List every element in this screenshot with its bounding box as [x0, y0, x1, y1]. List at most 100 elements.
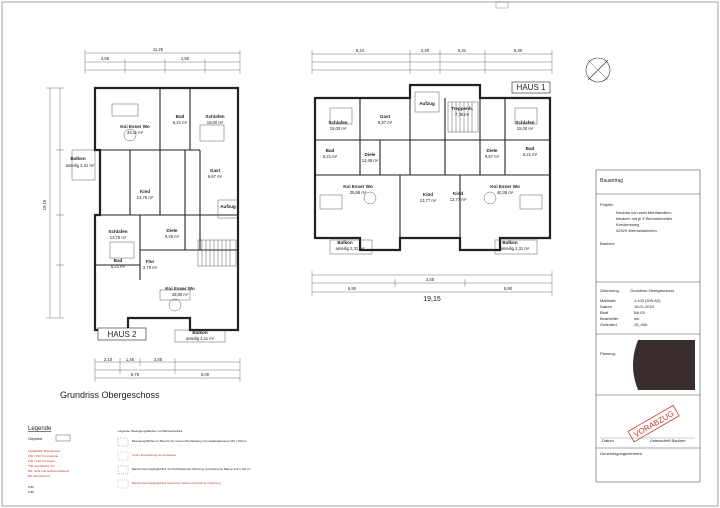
room-area: 9,67 m²	[208, 174, 223, 179]
room-name: Balkon	[337, 240, 353, 245]
architect-logo	[633, 340, 695, 390]
project-line: 42929 Wermelskirchen	[616, 228, 657, 233]
room-name: Balkon	[502, 240, 518, 245]
drawing-name: Grundriss Obergeschoss	[630, 288, 674, 293]
room-name: Kind	[140, 189, 150, 194]
room-area: 7,36 m²	[455, 112, 470, 117]
meta-value: 25_006	[634, 322, 648, 327]
room-area: 40,36 m²	[497, 190, 514, 195]
legend-item: F30 / F30 Sonstiges	[28, 459, 55, 463]
haus1-dim-top: 5,30	[514, 48, 523, 53]
haus1-stair	[447, 101, 479, 133]
haus1-dim-overall: 19,15	[423, 296, 441, 303]
room-name: Gast	[210, 168, 221, 173]
room-name: Kind	[453, 191, 463, 196]
legend-item: T30 rauchdichte Tür	[28, 464, 55, 468]
haus2-dim-bottom: 6,75	[131, 372, 140, 377]
room-name: Flur	[146, 259, 155, 264]
legend-item: F90 / F90 Trennwände	[28, 454, 59, 458]
room-name: Bad	[326, 148, 335, 153]
haus1-dim-bottom: 3,55	[426, 277, 435, 282]
sign-client: Unterschrift Bauherr	[650, 438, 686, 443]
room-name: Bad	[526, 146, 535, 151]
legend-block: 5,80	[28, 485, 34, 489]
sign-date: Datum	[602, 438, 614, 443]
room-area: 38,80 m²	[172, 292, 189, 297]
room-name: Schlafen	[515, 120, 534, 125]
room-name: Koi Esser Wo	[165, 286, 195, 291]
room-name: Bad	[114, 258, 123, 263]
vorabzug-stamp: VORABZUG	[627, 404, 680, 443]
haus2-dim-bottom: 1,45	[126, 357, 135, 362]
project-label: Projekt:	[600, 202, 614, 207]
meta-key: Datum	[600, 304, 612, 309]
room-area: anteilig 2,11 m²	[186, 336, 215, 341]
room-name: Koi Esser Wo	[120, 124, 150, 129]
room-name: Bad	[176, 114, 185, 119]
legend-heading: Legende	[28, 426, 52, 432]
north-arrow-icon	[585, 57, 611, 83]
legend-block: 6,85	[28, 490, 34, 494]
meta-value: 16.01.2024	[634, 304, 655, 309]
haus2-dim-bottom: 2,10	[104, 357, 113, 362]
meta-key: Maßstab	[600, 298, 616, 303]
room-name: Aufzug	[220, 204, 236, 209]
legend-planned: Geplant	[28, 436, 43, 441]
project-line: Neubau von zwei Mehrfamilien-	[616, 210, 673, 215]
legend-item: LEGENDE: Brandschutz	[28, 449, 61, 453]
haus2-dim-bottom: 5,00	[201, 372, 210, 377]
svg-text:VORABZUG: VORABZUG	[632, 409, 675, 439]
room-area: 33,11 m²	[127, 130, 144, 135]
room-name: Koi Esser Wo	[490, 184, 520, 189]
room-area: 13,77 m²	[420, 198, 437, 203]
room-area: anteilig 2,31 m²	[501, 246, 530, 251]
legend-note: Innere Erschließung des Gebäudes	[132, 453, 177, 457]
haus2-stair	[197, 239, 237, 267]
room-area: 15,00 m²	[330, 126, 347, 131]
title-block-stage: Bauantrag	[600, 178, 623, 184]
room-area: 9,67 m²	[485, 154, 500, 159]
haus1-dim-bottom: 5,90	[504, 286, 513, 291]
legend-note: Barrierefreie Zugänglichkeit bestimmter …	[132, 481, 221, 485]
room-name: Schlafen	[328, 120, 347, 125]
haus1-dim-top: 5,31	[458, 48, 467, 53]
meta-value: 1:100 (DIN A2)	[634, 298, 661, 303]
room-area: 6,21 m²	[323, 154, 338, 159]
haus2-label: HAUS 2	[108, 330, 137, 339]
client-label: Bauherr:	[600, 241, 615, 246]
room-area: 6,21 m²	[173, 120, 188, 125]
haus2-plan: 11,25 4,85 1,50 19,15	[42, 47, 241, 382]
room-name: Schlafen	[205, 114, 224, 119]
haus1-label: HAUS 1	[517, 83, 546, 92]
legend-notes-heading: Legende: Bewegungsflächen zur Barrierefr…	[118, 429, 182, 433]
approval-label: Genehmigungsvermerk:	[600, 451, 643, 456]
room-area: 6,21 m²	[523, 152, 538, 157]
room-area: 12,48 m²	[362, 158, 379, 163]
room-area: 9,87 m²	[378, 120, 393, 125]
planer-label: Planung:	[600, 351, 616, 356]
room-area: 3,79 m²	[143, 265, 158, 270]
room-name: Balkon	[70, 156, 86, 161]
room-name: Aufzug	[419, 101, 435, 106]
meta-key: Bearbeiter	[600, 316, 619, 321]
room-area: anteilig 2,31 m²	[66, 163, 95, 168]
meta-value: BA 03	[634, 310, 645, 315]
haus2-dim-overall-top: 11,25	[153, 47, 164, 52]
legend-note: Bewegungsflächen im Bereich der inneren …	[132, 439, 248, 443]
room-name: Diele	[365, 152, 376, 157]
haus2-dim-bottom: 2,85	[154, 357, 163, 362]
room-area: 13,76 m²	[110, 235, 127, 240]
room-area: 9,26 m²	[165, 234, 180, 239]
meta-key: Geändert	[600, 322, 618, 327]
room-name: Diele	[167, 228, 178, 233]
haus1-dim-bottom: 5,90	[348, 286, 357, 291]
project-line: häusern mit je 5 Wohneinheiten	[616, 216, 672, 221]
legend: Legende Geplant LEGENDE: Brandschutz F90…	[28, 426, 251, 494]
room-area: anteilig 2,31 m²	[336, 246, 365, 251]
legend-note: Barrierefreie Zugänglichkeit und Nutzbar…	[132, 467, 251, 471]
haus1-dim-top: 8,24	[356, 48, 365, 53]
room-name: Treppenh.	[451, 106, 473, 111]
legend-item: RD: dicht und selbstschließend	[28, 469, 70, 473]
room-area: 15,00 m²	[517, 126, 534, 131]
room-area: 35,86 m²	[350, 190, 367, 195]
